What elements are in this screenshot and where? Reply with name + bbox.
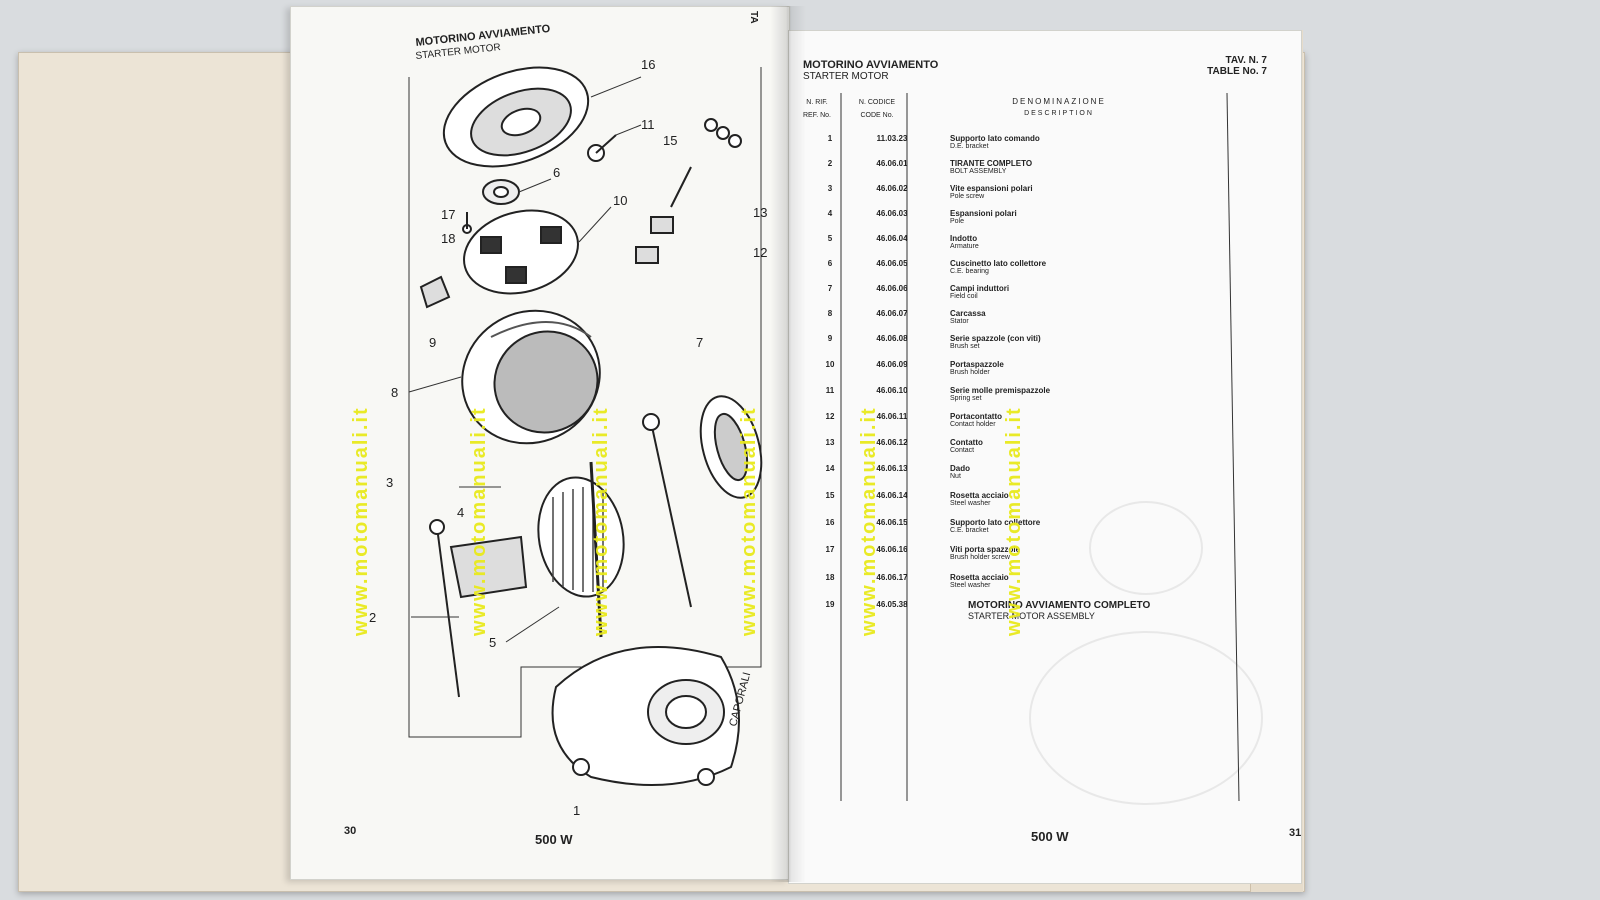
table-rules: [840, 92, 1240, 802]
leader-lines: [408, 76, 642, 643]
left-model: 500 W: [535, 832, 573, 847]
diagram-frame-left: [408, 77, 762, 738]
watermark: www.motomanuali.it: [590, 406, 612, 636]
exploded-diagram: 16 11 15 6 10 17 18 13 12 9 8 7 3 4 2 5 …: [369, 57, 767, 818]
callout-6: 6: [553, 165, 560, 180]
watermark: www.motomanuali.it: [738, 406, 760, 636]
part-8-drawing: [461, 309, 601, 445]
callout-4: 4: [457, 505, 464, 520]
watermark: www.motomanuali.it: [858, 406, 880, 636]
watermark: www.motomanuali.it: [1003, 406, 1025, 636]
part-4-drawing: [449, 535, 528, 599]
header-ref-en: REF. No.: [802, 112, 831, 119]
right-title-it: MOTORINO AVVIAMENTO: [803, 59, 939, 71]
watermark: www.motomanuali.it: [468, 406, 490, 636]
long-bolt-drawing: [642, 413, 692, 608]
callout-16: 16: [641, 57, 655, 72]
part-10-drawing: [463, 209, 579, 295]
callout-10: 10: [613, 193, 627, 208]
callout-numbers: 16 11 15 6 10 17 18 13 12 9 8 7 3 4 2 5 …: [369, 57, 767, 818]
callout-7: 7: [696, 335, 703, 350]
callout-17: 17: [441, 207, 455, 222]
callout-12: 12: [753, 245, 767, 260]
callout-18: 18: [441, 231, 455, 246]
header-code-it: N. CODICE: [858, 99, 896, 106]
part-5-drawing: [537, 461, 625, 638]
callout-13: 13: [753, 205, 767, 220]
part-2-drawing: [429, 519, 460, 698]
header-ref-it: N. RIF.: [806, 99, 828, 106]
right-title-en: STARTER MOTOR: [803, 71, 889, 82]
show-through-shape: [1089, 501, 1203, 595]
part-6-drawing: [482, 179, 520, 205]
small-parts-drawing: [419, 118, 742, 309]
header-desc-en: DESCRIPTION: [1024, 110, 1094, 117]
right-page: MOTORINO AVVIAMENTO STARTER MOTOR TAV. N…: [788, 30, 1302, 884]
callout-8: 8: [391, 385, 398, 400]
right-model: 500 W: [1031, 829, 1069, 844]
part-1-drawing: [551, 646, 740, 786]
callout-9: 9: [429, 335, 436, 350]
callout-15: 15: [663, 133, 677, 148]
part-16-drawing: [442, 66, 590, 168]
watermark: www.motomanuali.it: [350, 406, 372, 636]
show-through-shape: [1029, 631, 1263, 805]
callout-1: 1: [573, 803, 580, 818]
table-number-it: TAV. N. 7: [1225, 55, 1268, 66]
callout-5: 5: [489, 635, 496, 650]
right-page-number: 31: [1289, 827, 1302, 839]
callout-3: 3: [386, 475, 393, 490]
callout-11: 11: [641, 117, 655, 132]
table-number-en: TABLE No. 7: [1207, 66, 1267, 77]
header-code-en: CODE No.: [860, 112, 894, 119]
callout-2: 2: [369, 610, 376, 625]
part-7-drawing: [699, 395, 763, 499]
left-page-number: 30: [344, 825, 357, 837]
header-desc-it: DENOMINAZIONE: [1012, 97, 1106, 106]
